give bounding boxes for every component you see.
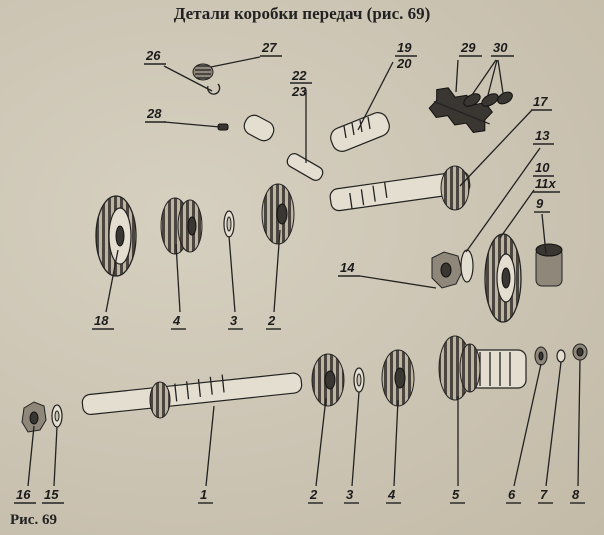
part-17-output-shaft [329,165,471,212]
label-29: 29 [460,40,476,55]
label-6: 6 [508,487,516,502]
part-3-washer-upper [223,210,235,238]
figure-title: Детали коробки передач (рис. 69) [173,4,431,23]
label-18: 18 [94,313,109,328]
label-4-upper: 4 [172,313,181,328]
leader-lines [27,56,581,487]
label-19: 19 [397,40,412,55]
part-14-nut [431,251,463,289]
part-29-chain [428,87,493,134]
part-9-bushing [535,243,563,287]
part-15-washer [51,404,63,428]
label-2-lower: 2 [309,487,318,502]
label-3-lower: 3 [346,487,354,502]
label-20: 20 [396,56,412,71]
part-6-washer [534,346,548,366]
part-30-chain-links [463,91,513,107]
label-4-lower: 4 [387,487,396,502]
part-22-23-shaft-pin [286,153,324,181]
label-2-upper: 2 [267,313,276,328]
label-26: 26 [145,48,161,63]
part-1-input-shaft [81,372,303,419]
part-5-gear-shaft [438,335,527,401]
part-2-gear-upper [261,183,295,245]
part-27-spring [192,63,214,81]
label-8: 8 [572,487,580,502]
label-3-upper: 3 [230,313,238,328]
part-8-nut [572,343,588,361]
part-16-nut [21,401,47,433]
part-13-lock-washer [460,249,474,283]
label-10: 10 [535,160,550,175]
part-4-gear-upper [160,197,203,255]
label-1: 1 [200,487,207,502]
label-22: 22 [291,68,307,83]
label-16: 16 [16,487,31,502]
part-10-11-sprocket [484,233,522,323]
label-30: 30 [493,40,508,55]
part-3-washer-lower [353,367,365,393]
part-18-gear [95,195,137,277]
label-5: 5 [452,487,460,502]
label-27: 27 [261,40,277,55]
label-28: 28 [146,106,162,121]
label-13: 13 [535,128,550,143]
part-19-20-shaft [330,112,390,152]
figure-caption: Рис. 69 [10,512,57,528]
label-11x: 11х [535,176,556,191]
part-4-gear-lower [381,349,415,407]
part-2-gear-lower [311,353,345,407]
label-23: 23 [291,84,307,99]
label-15: 15 [44,487,59,502]
part-sleeve [243,114,275,142]
label-7: 7 [540,487,548,502]
label-17: 17 [533,94,548,109]
label-14: 14 [340,260,355,275]
part-7-washer [556,349,566,363]
part-labels: 26 27 28 22 23 19 20 29 30 17 13 10 11х … [14,40,585,504]
label-9: 9 [536,196,544,211]
